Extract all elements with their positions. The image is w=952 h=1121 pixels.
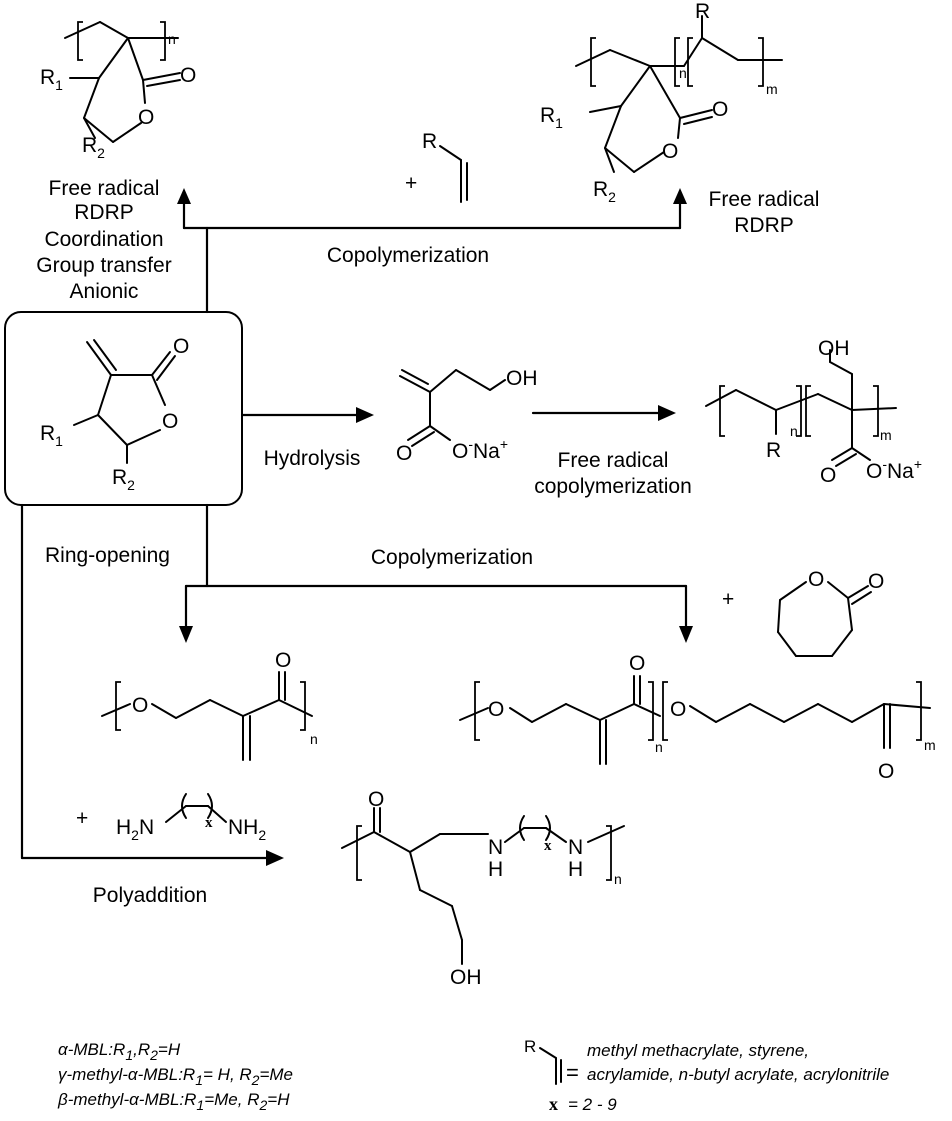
copolymer-n: n	[679, 65, 687, 81]
caprolactone-o-ring: O	[808, 568, 824, 591]
polyester-n: n	[310, 731, 318, 747]
ionic-copolymer-structure	[705, 349, 897, 467]
legend-equals: =	[566, 1060, 579, 1085]
legend-beta-methyl-mbl: β-methyl-α-MBL:R1=Me, R2=H	[57, 1090, 290, 1113]
diamine-x: x	[205, 815, 213, 831]
atom-o-ring: O	[162, 410, 178, 433]
polyamine-h2: H	[568, 858, 583, 881]
flow-arrows	[20, 188, 693, 866]
copolyester-o-carbonyl-1: O	[629, 652, 645, 675]
ionic-n: n	[790, 423, 798, 439]
label-anionic: Anionic	[70, 280, 139, 303]
monomer-mbl-structure	[73, 339, 176, 464]
copolymer-r2: R2	[593, 178, 616, 205]
label-coordination: Coordination	[44, 228, 163, 251]
vinyl-r: R	[422, 130, 437, 153]
copolymer-r1: R1	[540, 104, 563, 131]
copolymer-m: m	[766, 81, 778, 97]
label-ring-opening: Ring-opening	[45, 544, 170, 567]
ionic-carboxylate: O-Na+	[866, 456, 922, 483]
homopolymer-o-carbonyl: O	[180, 64, 196, 87]
hydrolysis-o-carbonyl: O	[396, 442, 412, 465]
label-copolymerization-fr: copolymerization	[534, 475, 692, 498]
legend-gamma-methyl-mbl: γ-methyl-α-MBL:R1= H, R2=Me	[58, 1065, 293, 1088]
plus-sign-diamine: +	[76, 807, 88, 830]
polyamine-n: n	[614, 871, 622, 887]
caprolactone-o-carbonyl: O	[868, 570, 884, 593]
polyester-copolymer-structure	[459, 675, 931, 765]
polyamine-structure	[341, 807, 625, 965]
atom-r2: R2	[112, 466, 135, 493]
label-hydrolysis: Hydrolysis	[264, 447, 361, 470]
label-free-radical-right: Free radical	[709, 188, 820, 211]
label-free-radical: Free radical	[49, 177, 160, 200]
copolyester-o-carbonyl-2: O	[878, 760, 894, 783]
hydrolysis-oh: OH	[506, 367, 538, 390]
ionic-oh: OH	[818, 337, 850, 360]
label-copolymerization-bottom: Copolymerization	[371, 546, 533, 569]
hydrolysis-product-structure	[399, 369, 506, 447]
label-polyaddition: Polyaddition	[93, 884, 207, 907]
legend-vinyl-comonomers: R = methyl methacrylate, styrene, acryla…	[524, 1037, 889, 1114]
legend-monomers: α-MBL:R1,R2=H γ-methyl-α-MBL:R1= H, R2=M…	[57, 1040, 293, 1113]
copolyester-o-1: O	[488, 698, 504, 721]
ionic-m: m	[880, 427, 892, 443]
label-rdrp-right: RDRP	[734, 214, 794, 237]
legend-alpha-mbl: α-MBL:R1,R2=H	[58, 1040, 181, 1063]
diamine-h2n: H2N	[116, 816, 154, 843]
legend-x: x	[549, 1094, 558, 1114]
copolyester-m: m	[924, 737, 936, 753]
polyamine-x: x	[544, 838, 552, 854]
ionic-r: R	[766, 439, 781, 462]
legend-monomers-line2: acrylamide, n-butyl acrylate, acrylonitr…	[587, 1065, 889, 1084]
label-group-transfer: Group transfer	[36, 254, 171, 277]
atom-r1: R1	[40, 422, 63, 449]
polyamine-n2: N	[568, 836, 583, 859]
monomer-box	[4, 311, 243, 506]
copolymer-o-ring: O	[662, 140, 678, 163]
legend-monomers-line1: methyl methacrylate, styrene,	[587, 1041, 809, 1060]
atom-o-carbonyl: O	[173, 335, 189, 358]
diamine-nh2: NH2	[228, 816, 266, 843]
copolymer-r: R	[695, 0, 710, 23]
polyester-o: O	[132, 694, 148, 717]
polyamine-n1: N	[488, 836, 503, 859]
homopolymer-r2: R2	[82, 134, 105, 161]
label-free-radical-2: Free radical	[558, 449, 669, 472]
polyester-structure	[101, 671, 313, 761]
vinyl-comonomer-structure	[439, 145, 468, 203]
polyamine-h1: H	[488, 858, 503, 881]
label-rdrp: RDRP	[74, 201, 134, 224]
polyamine-oh: OH	[450, 966, 482, 989]
diamine-structure	[165, 793, 227, 823]
copolyester-n: n	[655, 739, 663, 755]
vinyl-copolymer-structure	[575, 15, 783, 173]
copolyester-o-2: O	[670, 698, 686, 721]
ionic-o-carbonyl: O	[820, 464, 836, 487]
homopolymer-o-ring: O	[138, 106, 154, 129]
homopolymer-n: n	[168, 31, 176, 47]
hydrolysis-carboxylate: O-Na+	[452, 436, 508, 463]
homopolymer-r1: R1	[40, 66, 63, 93]
homopolymer-structure	[64, 21, 181, 143]
polyester-o-carbonyl: O	[275, 649, 291, 672]
polyamine-o: O	[368, 788, 384, 811]
copolymer-o-carbonyl: O	[712, 98, 728, 121]
plus-sign-caprolactone: +	[722, 588, 734, 611]
caprolactone-structure	[777, 581, 872, 657]
legend-x-range: = 2 - 9	[568, 1095, 617, 1114]
plus-sign-top: +	[405, 172, 417, 195]
label-copolymerization-top: Copolymerization	[327, 244, 489, 267]
legend-vinyl-r: R	[524, 1037, 536, 1056]
